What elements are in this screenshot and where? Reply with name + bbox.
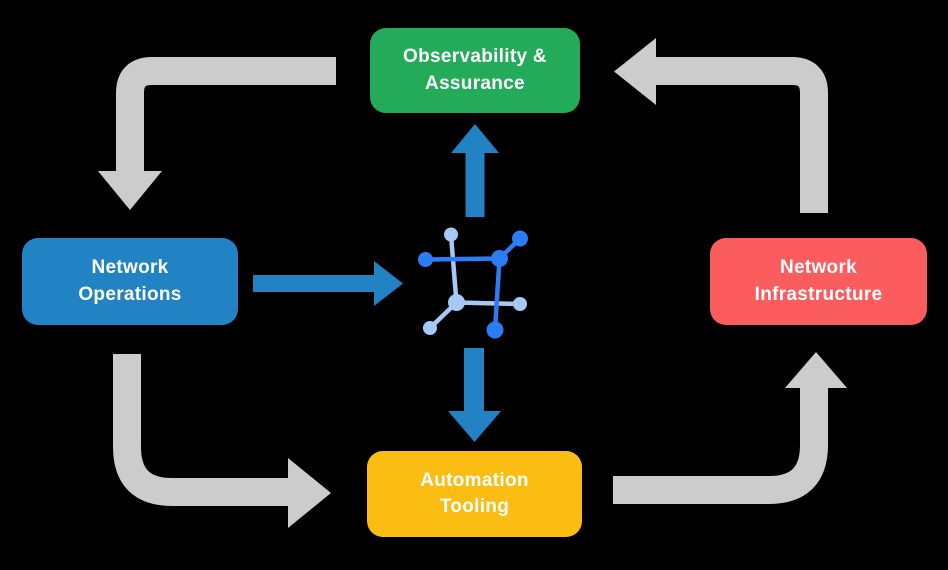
node-label-automation: Automation Tooling (420, 469, 529, 517)
arrow-icon-to-observability (451, 124, 499, 217)
arrow-automation-to-infrastructure (613, 352, 847, 504)
node-label-operations: Network Operations (78, 257, 182, 305)
node-observability-assurance: Observability & Assurance (370, 28, 580, 113)
arrow-operations-to-automation (113, 354, 331, 528)
network-fabric-icon (418, 227, 528, 339)
node-automation-tooling: Automation Tooling (367, 451, 582, 537)
node-label-infrastructure: Network Infrastructure (754, 257, 883, 305)
arrow-observability-to-operations (98, 57, 336, 210)
node-label-observability: Observability & Assurance (403, 46, 547, 94)
arrow-infrastructure-to-observability (614, 38, 828, 213)
arrow-icon-to-automation (448, 348, 501, 442)
node-network-infrastructure: Network Infrastructure (710, 238, 927, 325)
node-network-operations: Network Operations (22, 238, 238, 325)
arrow-operations-to-icon (253, 261, 403, 306)
